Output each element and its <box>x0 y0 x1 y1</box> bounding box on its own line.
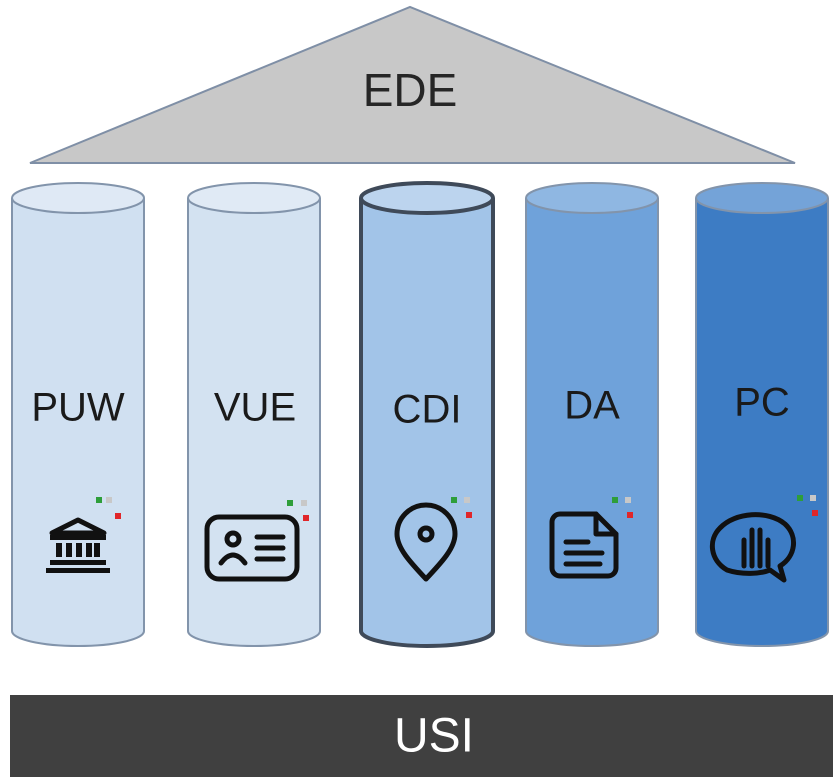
document-icon <box>549 511 619 579</box>
flag-marks-vue <box>287 500 309 521</box>
base-label: USI <box>393 709 475 763</box>
flag-marks-pc <box>797 495 818 516</box>
pillar-puw <box>11 182 145 647</box>
pillar-pc <box>695 182 829 647</box>
flag-marks-da <box>612 497 633 518</box>
pillar-cdi <box>359 181 495 648</box>
base-bar <box>10 695 833 777</box>
hand-speech-icon <box>709 512 796 583</box>
flag-marks-cdi <box>451 497 472 518</box>
pillar-label-vue: VUE <box>213 385 297 430</box>
bank-building-icon <box>46 517 110 573</box>
pillar-vue <box>187 182 321 647</box>
map-pin-icon <box>394 502 458 582</box>
pillar-label-da: DA <box>564 383 620 428</box>
pillar-label-pc: PC <box>734 380 790 425</box>
pillar-da <box>525 182 659 647</box>
pillar-label-puw: PUW <box>31 385 125 430</box>
roof-triangle <box>29 5 796 164</box>
pillar-label-cdi: CDI <box>392 387 462 432</box>
id-card-icon <box>204 514 300 582</box>
flag-marks-puw <box>96 497 121 519</box>
roof-label: EDE <box>362 64 458 116</box>
